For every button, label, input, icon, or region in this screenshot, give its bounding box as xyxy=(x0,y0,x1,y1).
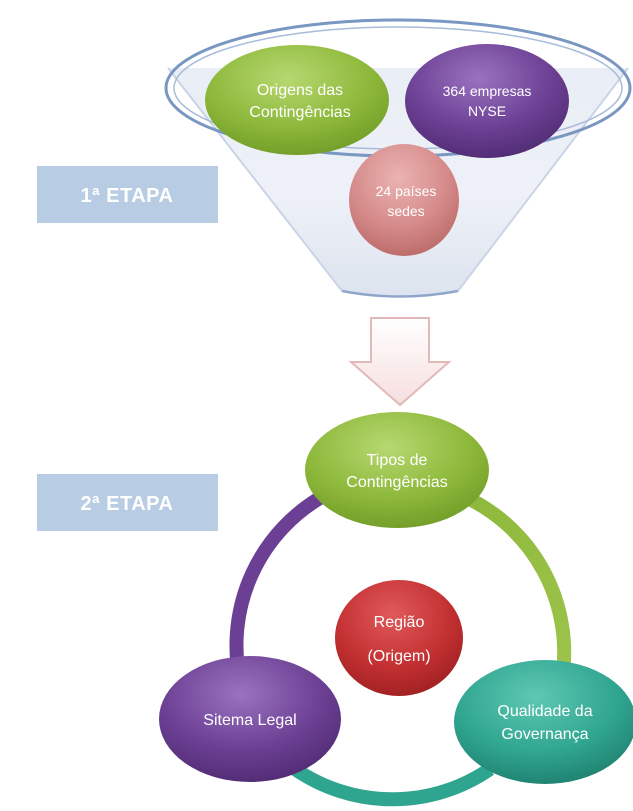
qualidade-line2: Governança xyxy=(501,726,588,743)
qualidade-line1: Qualidade da xyxy=(497,703,592,720)
stage2-box: 2ª ETAPA xyxy=(37,474,218,531)
node-qualidade: Qualidade da Governança xyxy=(454,660,633,784)
cycle-ring xyxy=(229,488,572,807)
node-tipos: Tipos de Contingências xyxy=(305,412,489,528)
empresas-line2: NYSE xyxy=(468,103,506,119)
origens-line1: Origens das xyxy=(257,82,343,99)
tipos-line1: Tipos de xyxy=(367,452,428,469)
node-regiao: Região (Origem) xyxy=(335,580,463,696)
legal-line1: Sitema Legal xyxy=(203,712,296,729)
regiao-line2: (Origem) xyxy=(367,648,430,665)
tipos-line2: Contingências xyxy=(346,474,447,491)
circle-origens: Origens das Contingências xyxy=(205,45,389,155)
stage2-label: 2ª ETAPA xyxy=(81,493,174,515)
circle-paises: 24 países sedes xyxy=(349,144,459,256)
stage1-label: 1ª ETAPA xyxy=(81,185,174,207)
stage1-box: 1ª ETAPA xyxy=(37,166,218,223)
paises-line1: 24 países xyxy=(376,183,437,199)
down-arrow-icon xyxy=(348,317,452,407)
origens-line2: Contingências xyxy=(249,104,350,121)
empresas-line1: 364 empresas xyxy=(443,83,532,99)
regiao-line1: Região xyxy=(374,614,425,631)
paises-line2: sedes xyxy=(387,203,424,219)
node-legal: Sitema Legal xyxy=(159,656,341,782)
circle-empresas: 364 empresas NYSE xyxy=(405,44,569,158)
